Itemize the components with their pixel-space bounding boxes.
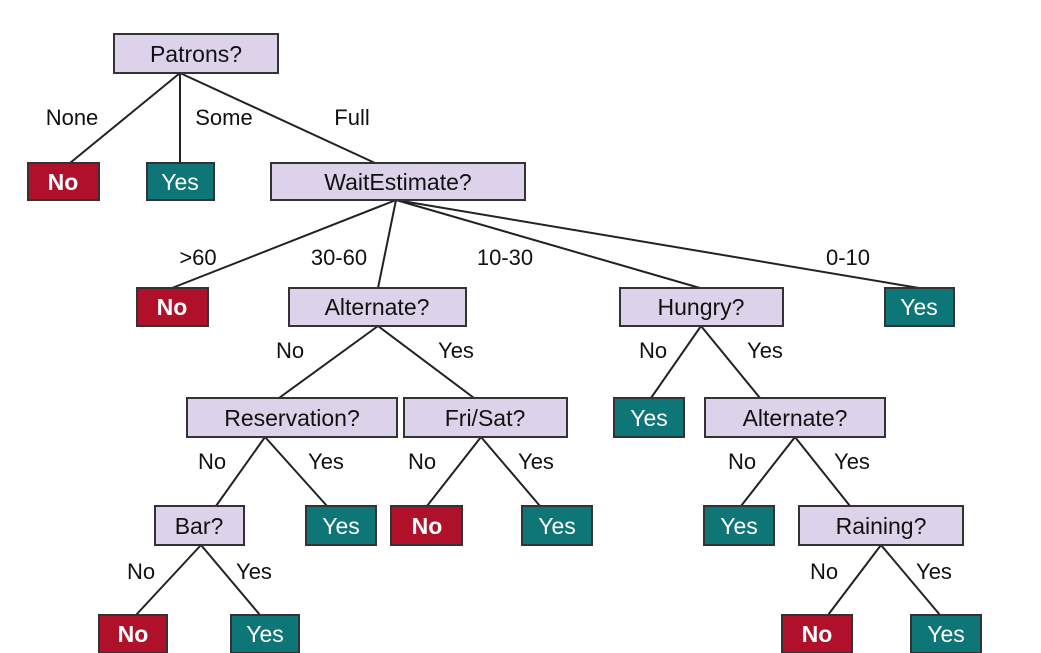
node-label: Hungry? xyxy=(658,294,745,320)
edge-label-wait-gt60: >60 xyxy=(179,245,216,270)
leaf-reservation-yes: Yes xyxy=(305,505,377,546)
edge-label-frisat-no: No xyxy=(408,449,436,474)
leaf-alternate2-no: Yes xyxy=(703,505,775,546)
leaf-label: Yes xyxy=(246,621,284,647)
leaf-bar-no: No xyxy=(98,614,168,653)
edge-raining-yes xyxy=(880,544,941,616)
edge-reservation-yes xyxy=(264,436,328,507)
edge-label-hungry-yes: Yes xyxy=(747,338,783,363)
node-label: Fri/Sat? xyxy=(445,405,526,431)
edge-label-wait-0-10: 0-10 xyxy=(826,245,870,270)
edge-label-patrons-none: None xyxy=(46,105,99,130)
leaf-raining-yes: Yes xyxy=(910,614,982,653)
node-raining: Raining? xyxy=(798,505,964,546)
edge-label-wait-10-30: 10-30 xyxy=(477,245,533,270)
node-label: Alternate? xyxy=(325,294,430,320)
edge-wait-gt60 xyxy=(171,199,397,289)
leaf-label: Yes xyxy=(900,294,938,320)
node-reservation: Reservation? xyxy=(186,397,398,438)
node-label: Patrons? xyxy=(150,41,242,67)
leaf-label: Yes xyxy=(927,621,965,647)
tree-edges xyxy=(69,72,941,616)
edge-patrons-full xyxy=(179,72,376,164)
edge-frisat-yes xyxy=(480,436,541,507)
edge-label-alternate2-yes: Yes xyxy=(834,449,870,474)
leaf-label: Yes xyxy=(630,405,668,431)
edge-bar-yes xyxy=(200,544,261,616)
leaf-label: No xyxy=(412,513,443,539)
edge-alternate2-yes xyxy=(794,436,851,507)
edge-wait-10-30 xyxy=(395,199,701,289)
edge-hungry-yes xyxy=(700,325,761,399)
edge-label-bar-no: No xyxy=(127,559,155,584)
leaf-wait-gt60: No xyxy=(136,287,209,327)
edge-label-bar-yes: Yes xyxy=(236,559,272,584)
edge-label-raining-no: No xyxy=(810,559,838,584)
node-hungry: Hungry? xyxy=(619,287,784,327)
node-wait-estimate: WaitEstimate? xyxy=(270,162,526,201)
leaf-label: No xyxy=(157,294,188,320)
leaf-bar-yes: Yes xyxy=(230,614,300,653)
node-label: Reservation? xyxy=(224,405,360,431)
leaf-label: Yes xyxy=(161,169,199,195)
edge-frisat-no xyxy=(426,436,482,507)
node-label: WaitEstimate? xyxy=(324,169,471,195)
leaf-frisat-no: No xyxy=(390,505,463,546)
edge-labels: None Some Full >60 30-60 10-30 0-10 No Y… xyxy=(46,105,952,584)
node-label: Bar? xyxy=(175,513,224,539)
node-alternate-2: Alternate? xyxy=(704,397,886,438)
edge-label-raining-yes: Yes xyxy=(916,559,952,584)
node-label: Raining? xyxy=(836,513,927,539)
leaf-label: Yes xyxy=(538,513,576,539)
edge-label-wait-30-60: 30-60 xyxy=(311,245,367,270)
edge-label-alternate1-no: No xyxy=(276,338,304,363)
leaf-label: Yes xyxy=(322,513,360,539)
node-alternate-1: Alternate? xyxy=(288,287,467,327)
edge-label-patrons-full: Full xyxy=(334,105,369,130)
edge-label-reservation-no: No xyxy=(198,449,226,474)
edge-label-alternate2-no: No xyxy=(728,449,756,474)
edge-label-patrons-some: Some xyxy=(195,105,252,130)
edge-wait-0-10 xyxy=(395,199,920,289)
node-label: Alternate? xyxy=(743,405,848,431)
edge-wait-30-60 xyxy=(377,199,397,289)
leaf-frisat-yes: Yes xyxy=(521,505,593,546)
leaf-hungry-no: Yes xyxy=(613,397,685,438)
edge-alternate2-no xyxy=(740,436,796,507)
node-fri-sat: Fri/Sat? xyxy=(403,397,568,438)
leaf-patrons-none: No xyxy=(27,162,100,201)
leaf-label: No xyxy=(802,621,833,647)
edge-reservation-no xyxy=(215,436,266,507)
leaf-raining-no: No xyxy=(781,614,853,653)
edge-label-hungry-no: No xyxy=(639,338,667,363)
leaf-wait-0-10: Yes xyxy=(884,287,955,327)
edge-label-reservation-yes: Yes xyxy=(308,449,344,474)
leaf-label: No xyxy=(48,169,79,195)
edge-label-alternate1-yes: Yes xyxy=(438,338,474,363)
edge-hungry-no xyxy=(650,325,702,399)
node-patrons: Patrons? xyxy=(113,33,279,74)
edge-label-frisat-yes: Yes xyxy=(518,449,554,474)
edge-raining-no xyxy=(827,544,882,616)
edge-alternate1-no xyxy=(278,325,379,399)
edge-alternate1-yes xyxy=(377,325,475,399)
edge-bar-no xyxy=(135,544,202,616)
node-bar: Bar? xyxy=(154,505,245,546)
leaf-label: Yes xyxy=(720,513,758,539)
edge-patrons-none xyxy=(69,72,181,164)
leaf-label: No xyxy=(118,621,149,647)
leaf-patrons-some: Yes xyxy=(146,162,215,201)
